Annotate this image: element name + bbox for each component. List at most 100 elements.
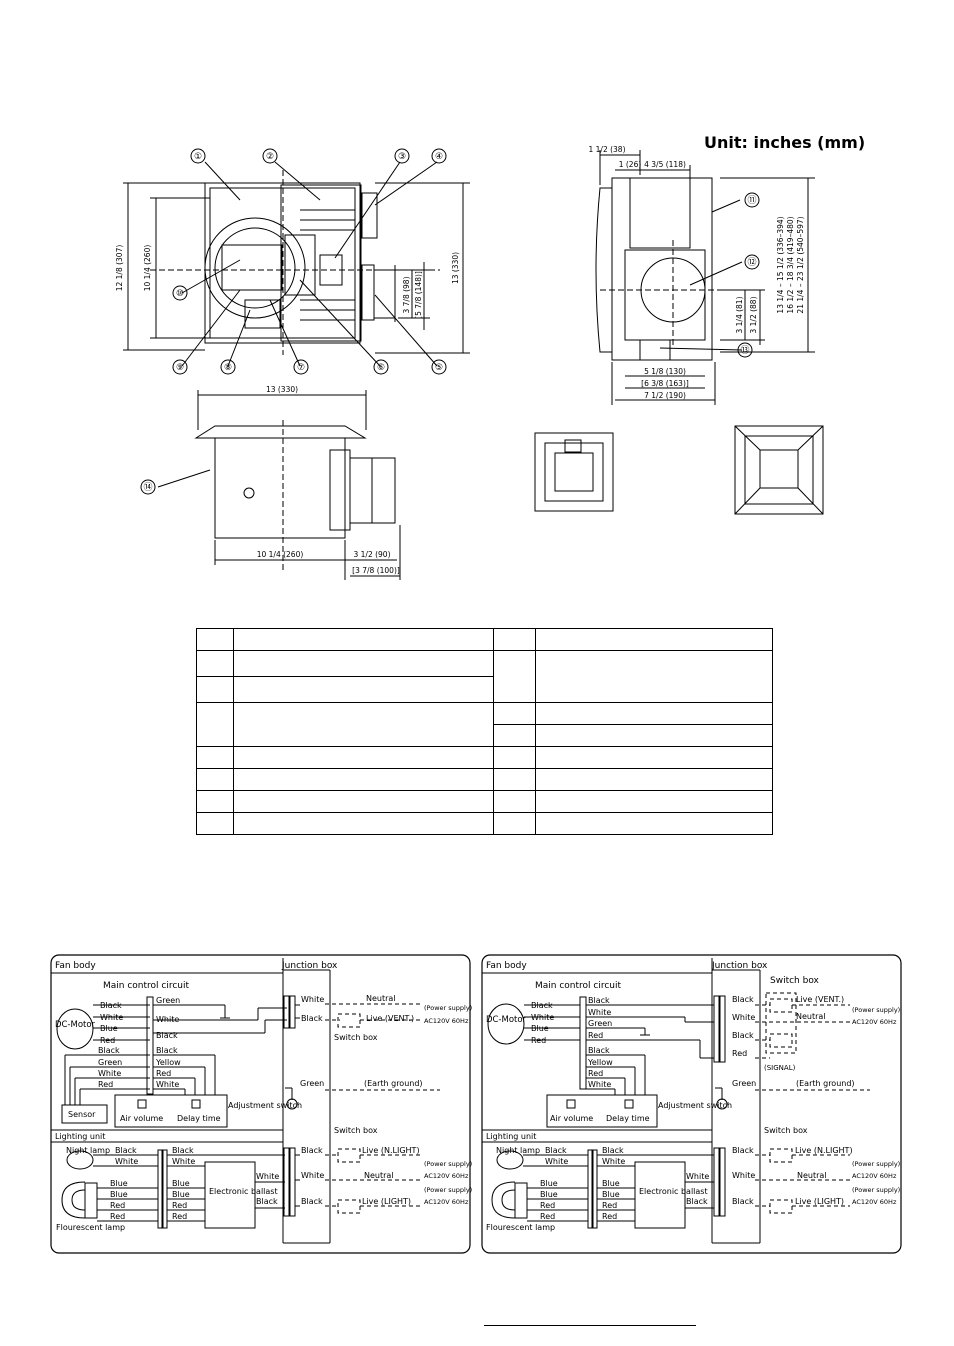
callout-6: ⑥ bbox=[377, 363, 385, 373]
r-power-supply-3: (Power supply) bbox=[852, 1186, 900, 1194]
dim-ceiling-range-b: 16 1/2 – 18 3/4 (419–480) bbox=[786, 216, 795, 313]
sensor-wire-3: White bbox=[98, 1069, 121, 1078]
r-main-control-label: Main control circuit bbox=[535, 981, 622, 991]
motor-wire-3: Blue bbox=[100, 1024, 118, 1033]
jb2-black-2: Black bbox=[301, 1197, 323, 1206]
main-control-label: Main control circuit bbox=[103, 981, 190, 991]
power-supply-1: (Power supply) bbox=[424, 1004, 472, 1012]
callout-7: ⑦ bbox=[297, 363, 305, 373]
lamp-out-6: Red bbox=[172, 1212, 187, 1221]
dim-top-4-3-5: 4 3/5 (118) bbox=[644, 160, 686, 169]
neutral-label: Neutral bbox=[366, 994, 396, 1003]
r-lamp-wire-2: White bbox=[545, 1157, 568, 1166]
callout-3: ③ bbox=[398, 152, 406, 162]
r-motor-wire-1: Black bbox=[531, 1001, 553, 1010]
callout-10: ⑩ bbox=[176, 289, 184, 299]
dim-top-1: 1 (26) bbox=[619, 160, 642, 169]
dim-duct-a: 3 7/8 (98) bbox=[402, 276, 411, 313]
lamp-out-3: Blue bbox=[172, 1179, 190, 1188]
sensor-wire-4: Red bbox=[98, 1080, 113, 1089]
lamp-out-1: Black bbox=[172, 1146, 194, 1155]
adj-wire-4: White bbox=[156, 1080, 179, 1089]
r-power-supply-2: (Power supply) bbox=[852, 1160, 900, 1168]
callout-8: ⑧ bbox=[224, 363, 232, 373]
ac-3: AC120V 60Hz bbox=[424, 1198, 469, 1206]
dim-w-5-1-8: 5 1/8 (130) bbox=[644, 367, 686, 376]
right-view-drawing bbox=[595, 150, 815, 405]
r-lamp-out-4: Blue bbox=[602, 1190, 620, 1199]
r-neutral: Neutral bbox=[796, 1012, 826, 1021]
r-adj-wire-4: White bbox=[588, 1080, 611, 1089]
r-air-volume: Air volume bbox=[550, 1114, 593, 1123]
night-lamp-label: Night lamp bbox=[66, 1146, 110, 1155]
sensor-label: Sensor bbox=[68, 1110, 96, 1119]
r-ac-3: AC120V 60Hz bbox=[852, 1198, 897, 1206]
r-adj-wire-2: Yellow bbox=[587, 1058, 613, 1067]
r-live-nlight: Live (N.LIGHT) bbox=[795, 1146, 853, 1155]
r-lamp-out-6: Red bbox=[602, 1212, 617, 1221]
motor-wire-2: White bbox=[100, 1013, 123, 1022]
r-signal: (SIGNAL) bbox=[764, 1064, 796, 1072]
callout-4: ④ bbox=[435, 152, 443, 162]
r-green-ground: Green bbox=[732, 1079, 756, 1088]
callout-5: ⑤ bbox=[435, 363, 443, 373]
dim-duct-len-b: [3 7/8 (100)] bbox=[352, 566, 400, 575]
dim-h-3-1-2: 3 1/2 (88) bbox=[749, 296, 758, 333]
wiring-diagram-left: Fan body Junction box Main control circu… bbox=[50, 954, 472, 1254]
dimension-labels: 12 1/8 (307) 10 1/4 (260) 13 (330) 3 7/8… bbox=[115, 145, 805, 575]
lamp-wire-1: Black bbox=[115, 1146, 137, 1155]
r-adj-wire-1: Black bbox=[588, 1046, 610, 1055]
jb-white: White bbox=[301, 995, 324, 1004]
r-lamp-wire-6: Red bbox=[540, 1212, 555, 1221]
sensor-wire-2: Green bbox=[98, 1058, 122, 1067]
table-row bbox=[196, 702, 773, 747]
r-lamp-wire-4: Blue bbox=[540, 1190, 558, 1199]
jb2-white: White bbox=[301, 1171, 324, 1180]
r-jb-red: Red bbox=[732, 1049, 747, 1058]
r-lamp-out-1: Black bbox=[602, 1146, 624, 1155]
terminal-wire-3: Black bbox=[156, 1031, 178, 1040]
lamp-out-5: Red bbox=[172, 1201, 187, 1210]
callout-12: ⑫ bbox=[747, 257, 756, 268]
footer-rule bbox=[484, 1325, 696, 1326]
r-neutral-2: Neutral bbox=[797, 1171, 827, 1180]
ballast-white: White bbox=[256, 1172, 279, 1181]
r-ballast-white: White bbox=[686, 1172, 709, 1181]
r-motor-wire-2: White bbox=[531, 1013, 554, 1022]
r-ballast-black: Black bbox=[686, 1197, 708, 1206]
r-jb-white: White bbox=[732, 1013, 755, 1022]
dim-left-height: 12 1/8 (307) bbox=[115, 245, 124, 292]
ballast-label: Electronic ballast bbox=[209, 1187, 278, 1196]
lamp-out-2: White bbox=[172, 1157, 195, 1166]
r-live-light: Live (LIGHT) bbox=[795, 1197, 844, 1206]
callout-numbers: ① ② ③ ④ ⑤ ⑥ ⑦ ⑧ ⑨ ⑩ ⑪ ⑫ ⑬ ⑭ bbox=[143, 152, 756, 493]
dim-w-6-3-8: [6 3/8 (163)] bbox=[641, 379, 689, 388]
r-ac-1: AC120V 60Hz bbox=[852, 1018, 897, 1026]
r-ctrl-wire-2: White bbox=[588, 1008, 611, 1017]
r-dc-motor-label: DC-Motor bbox=[486, 1015, 527, 1025]
jb-black: Black bbox=[301, 1014, 323, 1023]
delay-time-label: Delay time bbox=[177, 1114, 221, 1123]
r-lamp-out-2: White bbox=[602, 1157, 625, 1166]
dim-duct-b: [5 7/8 (148)] bbox=[414, 271, 423, 319]
lamp-wire-3: Blue bbox=[110, 1179, 128, 1188]
r-motor-wire-3: Blue bbox=[531, 1024, 549, 1033]
r-lighting-unit: Lighting unit bbox=[486, 1132, 536, 1141]
callout-9: ⑨ bbox=[176, 363, 184, 373]
dim-right-height: 13 (330) bbox=[451, 252, 460, 284]
r-jb2-black: Black bbox=[732, 1146, 754, 1155]
r-fluorescent-lamp: Flourescent lamp bbox=[486, 1223, 555, 1232]
air-volume-label: Air volume bbox=[120, 1114, 163, 1123]
ac-2: AC120V 60Hz bbox=[424, 1172, 469, 1180]
r-delay-time: Delay time bbox=[606, 1114, 650, 1123]
terminal-wire-1: Green bbox=[156, 996, 180, 1005]
r-ctrl-wire-1: Black bbox=[588, 996, 610, 1005]
live-light: Live (LIGHT) bbox=[362, 1197, 411, 1206]
r-jb2-white: White bbox=[732, 1171, 755, 1180]
dim-body-width: 10 1/4 (260) bbox=[257, 550, 304, 559]
r-night-lamp: Night lamp bbox=[496, 1146, 540, 1155]
callout-1: ① bbox=[194, 152, 202, 162]
table-row bbox=[197, 724, 773, 747]
live-nlight: Live (N.LIGHT) bbox=[362, 1146, 420, 1155]
terminal-wire-2: White bbox=[156, 1015, 179, 1024]
